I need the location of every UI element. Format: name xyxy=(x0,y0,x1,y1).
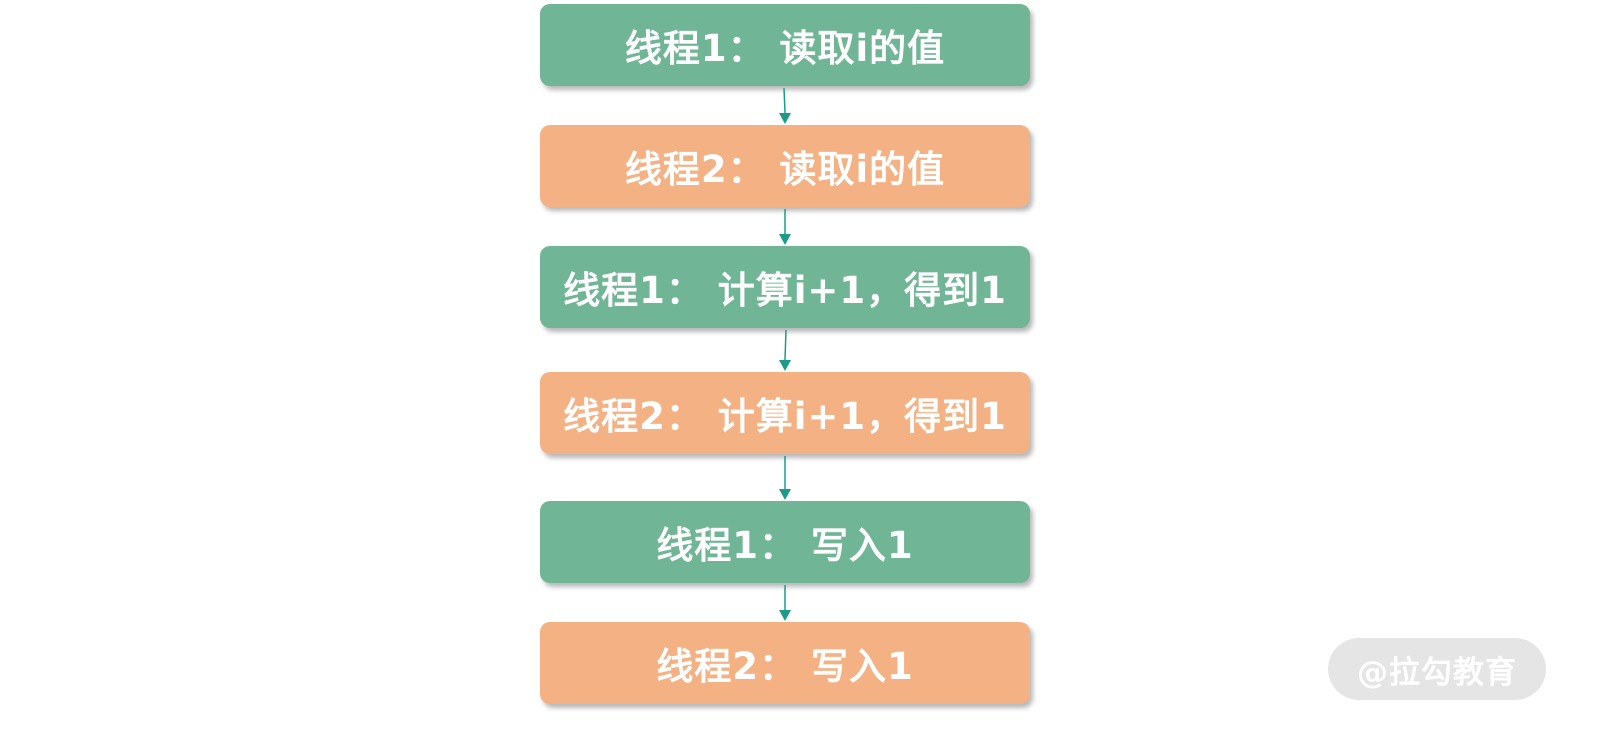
step-thread1-compute: 线程1： 计算i+1，得到1 xyxy=(540,246,1030,328)
arrow-3 xyxy=(779,329,791,371)
step-thread2-write: 线程2： 写入1 xyxy=(540,622,1030,704)
arrow-5 xyxy=(779,585,791,621)
step-thread2-compute: 线程2： 计算i+1，得到1 xyxy=(540,372,1030,454)
watermark-logo: @拉勾教育 xyxy=(1328,638,1546,700)
arrow-1 xyxy=(779,87,791,124)
step-thread1-write: 线程1： 写入1 xyxy=(540,501,1030,583)
arrow-4 xyxy=(779,456,791,500)
arrow-2 xyxy=(779,209,791,245)
step-thread2-read: 线程2： 读取i的值 xyxy=(540,125,1030,207)
step-thread1-read: 线程1： 读取i的值 xyxy=(540,4,1030,86)
